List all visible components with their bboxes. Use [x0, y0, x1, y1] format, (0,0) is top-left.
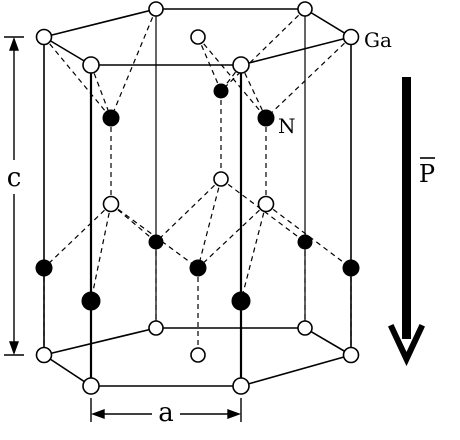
ga-atom [102, 195, 120, 213]
ga-atom [35, 346, 53, 364]
n-atom [257, 109, 275, 127]
n-atom [148, 234, 164, 250]
a-dimension [90, 398, 242, 428]
n-atom [231, 291, 251, 311]
ga-atom [297, 320, 313, 336]
gallium-atoms [35, 1, 360, 395]
nitrogen-atoms [35, 83, 360, 311]
ga-atom [257, 195, 275, 213]
polarization-label: P [419, 160, 435, 188]
ga-atom [213, 171, 229, 187]
ga-atom [35, 28, 53, 46]
ga-atom [297, 1, 313, 17]
ga-atom [342, 346, 360, 364]
ga-atom [190, 29, 206, 45]
ga-atom [232, 377, 250, 395]
polarization-arrow [388, 77, 425, 367]
n-atom [297, 234, 313, 250]
ga-atom [82, 377, 100, 395]
n-atom [189, 259, 207, 277]
n-atom [102, 109, 120, 127]
ga-atom [232, 56, 250, 74]
n-atom [35, 259, 53, 277]
a-axis-label: a [158, 398, 174, 428]
ga-atom [148, 320, 164, 336]
ga-atom [148, 1, 164, 17]
n-atom [81, 291, 101, 311]
n-atom [213, 83, 229, 99]
c-dimension [3, 36, 25, 356]
c-axis-label: c [7, 163, 22, 193]
n-atom [342, 259, 360, 277]
nitrogen-label: N [278, 114, 296, 138]
ga-atom [342, 28, 360, 46]
gallium-label: Ga [364, 28, 392, 52]
ga-atom [190, 347, 206, 363]
ga-atom [82, 56, 100, 74]
